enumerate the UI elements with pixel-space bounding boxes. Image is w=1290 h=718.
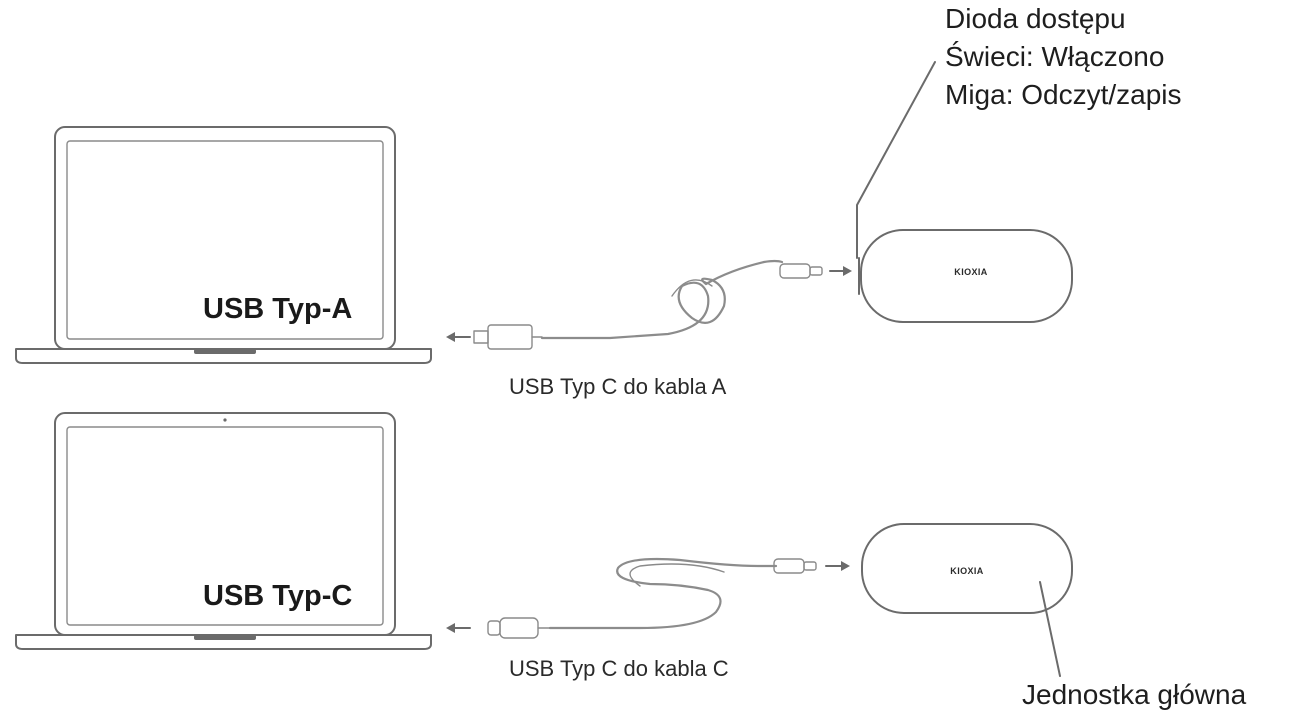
drive-top-body: [860, 229, 1073, 323]
access-led-title: Dioda dostępu: [945, 3, 1126, 34]
port-label-usb-c: USB Typ-C: [203, 580, 353, 612]
port-label-usb-a: USB Typ-A: [203, 293, 353, 325]
cable-bottom-coil-strand: [629, 563, 725, 587]
usb-a-tip: [473, 330, 489, 344]
laptop-top: [15, 126, 432, 364]
laptop-bottom-base: [15, 634, 432, 650]
usb-c-plug-right: [773, 558, 805, 574]
laptop-top-hinge-notch: [194, 349, 256, 354]
laptop-top-screen: [66, 140, 384, 340]
cable-bottom-coil: [548, 557, 778, 630]
main-unit-callout: Jednostka główna: [1022, 679, 1247, 710]
arrow-to-laptop-top-head: [446, 332, 455, 342]
laptop-bottom-hinge-notch: [194, 635, 256, 640]
drive-top-brand-logo: KIOXIA: [954, 267, 988, 277]
usb-c-plug-top: [779, 263, 811, 279]
arrow-to-drive-bottom-head: [841, 561, 850, 571]
cable-bottom: [446, 557, 850, 639]
arrow-to-drive-top-head: [843, 266, 852, 276]
usb-c-tip-left: [487, 620, 501, 636]
access-led-callout: Dioda dostępu Świeci: Włączono Miga: Odc…: [945, 0, 1182, 114]
access-led-on-state: Świeci: Włączono: [945, 41, 1165, 72]
drive-bottom: KIOXIA: [861, 523, 1073, 614]
laptop-bottom-screen: [66, 426, 384, 626]
usb-c-plug-left: [499, 617, 539, 639]
arrow-to-laptop-bottom-head: [446, 623, 455, 633]
laptop-bottom-camera: [223, 418, 227, 422]
cable-top: [446, 259, 852, 350]
laptop-bottom: [15, 412, 432, 650]
usb-a-plug: [487, 324, 533, 350]
drive-bottom-body: [861, 523, 1073, 614]
drive-top: KIOXIA: [858, 229, 1073, 323]
cable-label-c-to-a: USB Typ C do kabla A: [509, 374, 727, 399]
cable-top-coil: [540, 259, 784, 340]
drive-bottom-brand-logo: KIOXIA: [950, 566, 984, 576]
cable-top-coil-strand: [671, 279, 713, 297]
access-led-blink-state: Miga: Odczyt/zapis: [945, 79, 1182, 110]
laptop-top-base: [15, 348, 432, 364]
main-unit-leader-line: [1039, 581, 1061, 677]
cable-label-c-to-c: USB Typ C do kabla C: [509, 656, 729, 681]
access-led-leader-line: [856, 61, 936, 259]
usb-c-tip-top: [809, 266, 823, 276]
usb-c-tip-right: [803, 561, 817, 571]
